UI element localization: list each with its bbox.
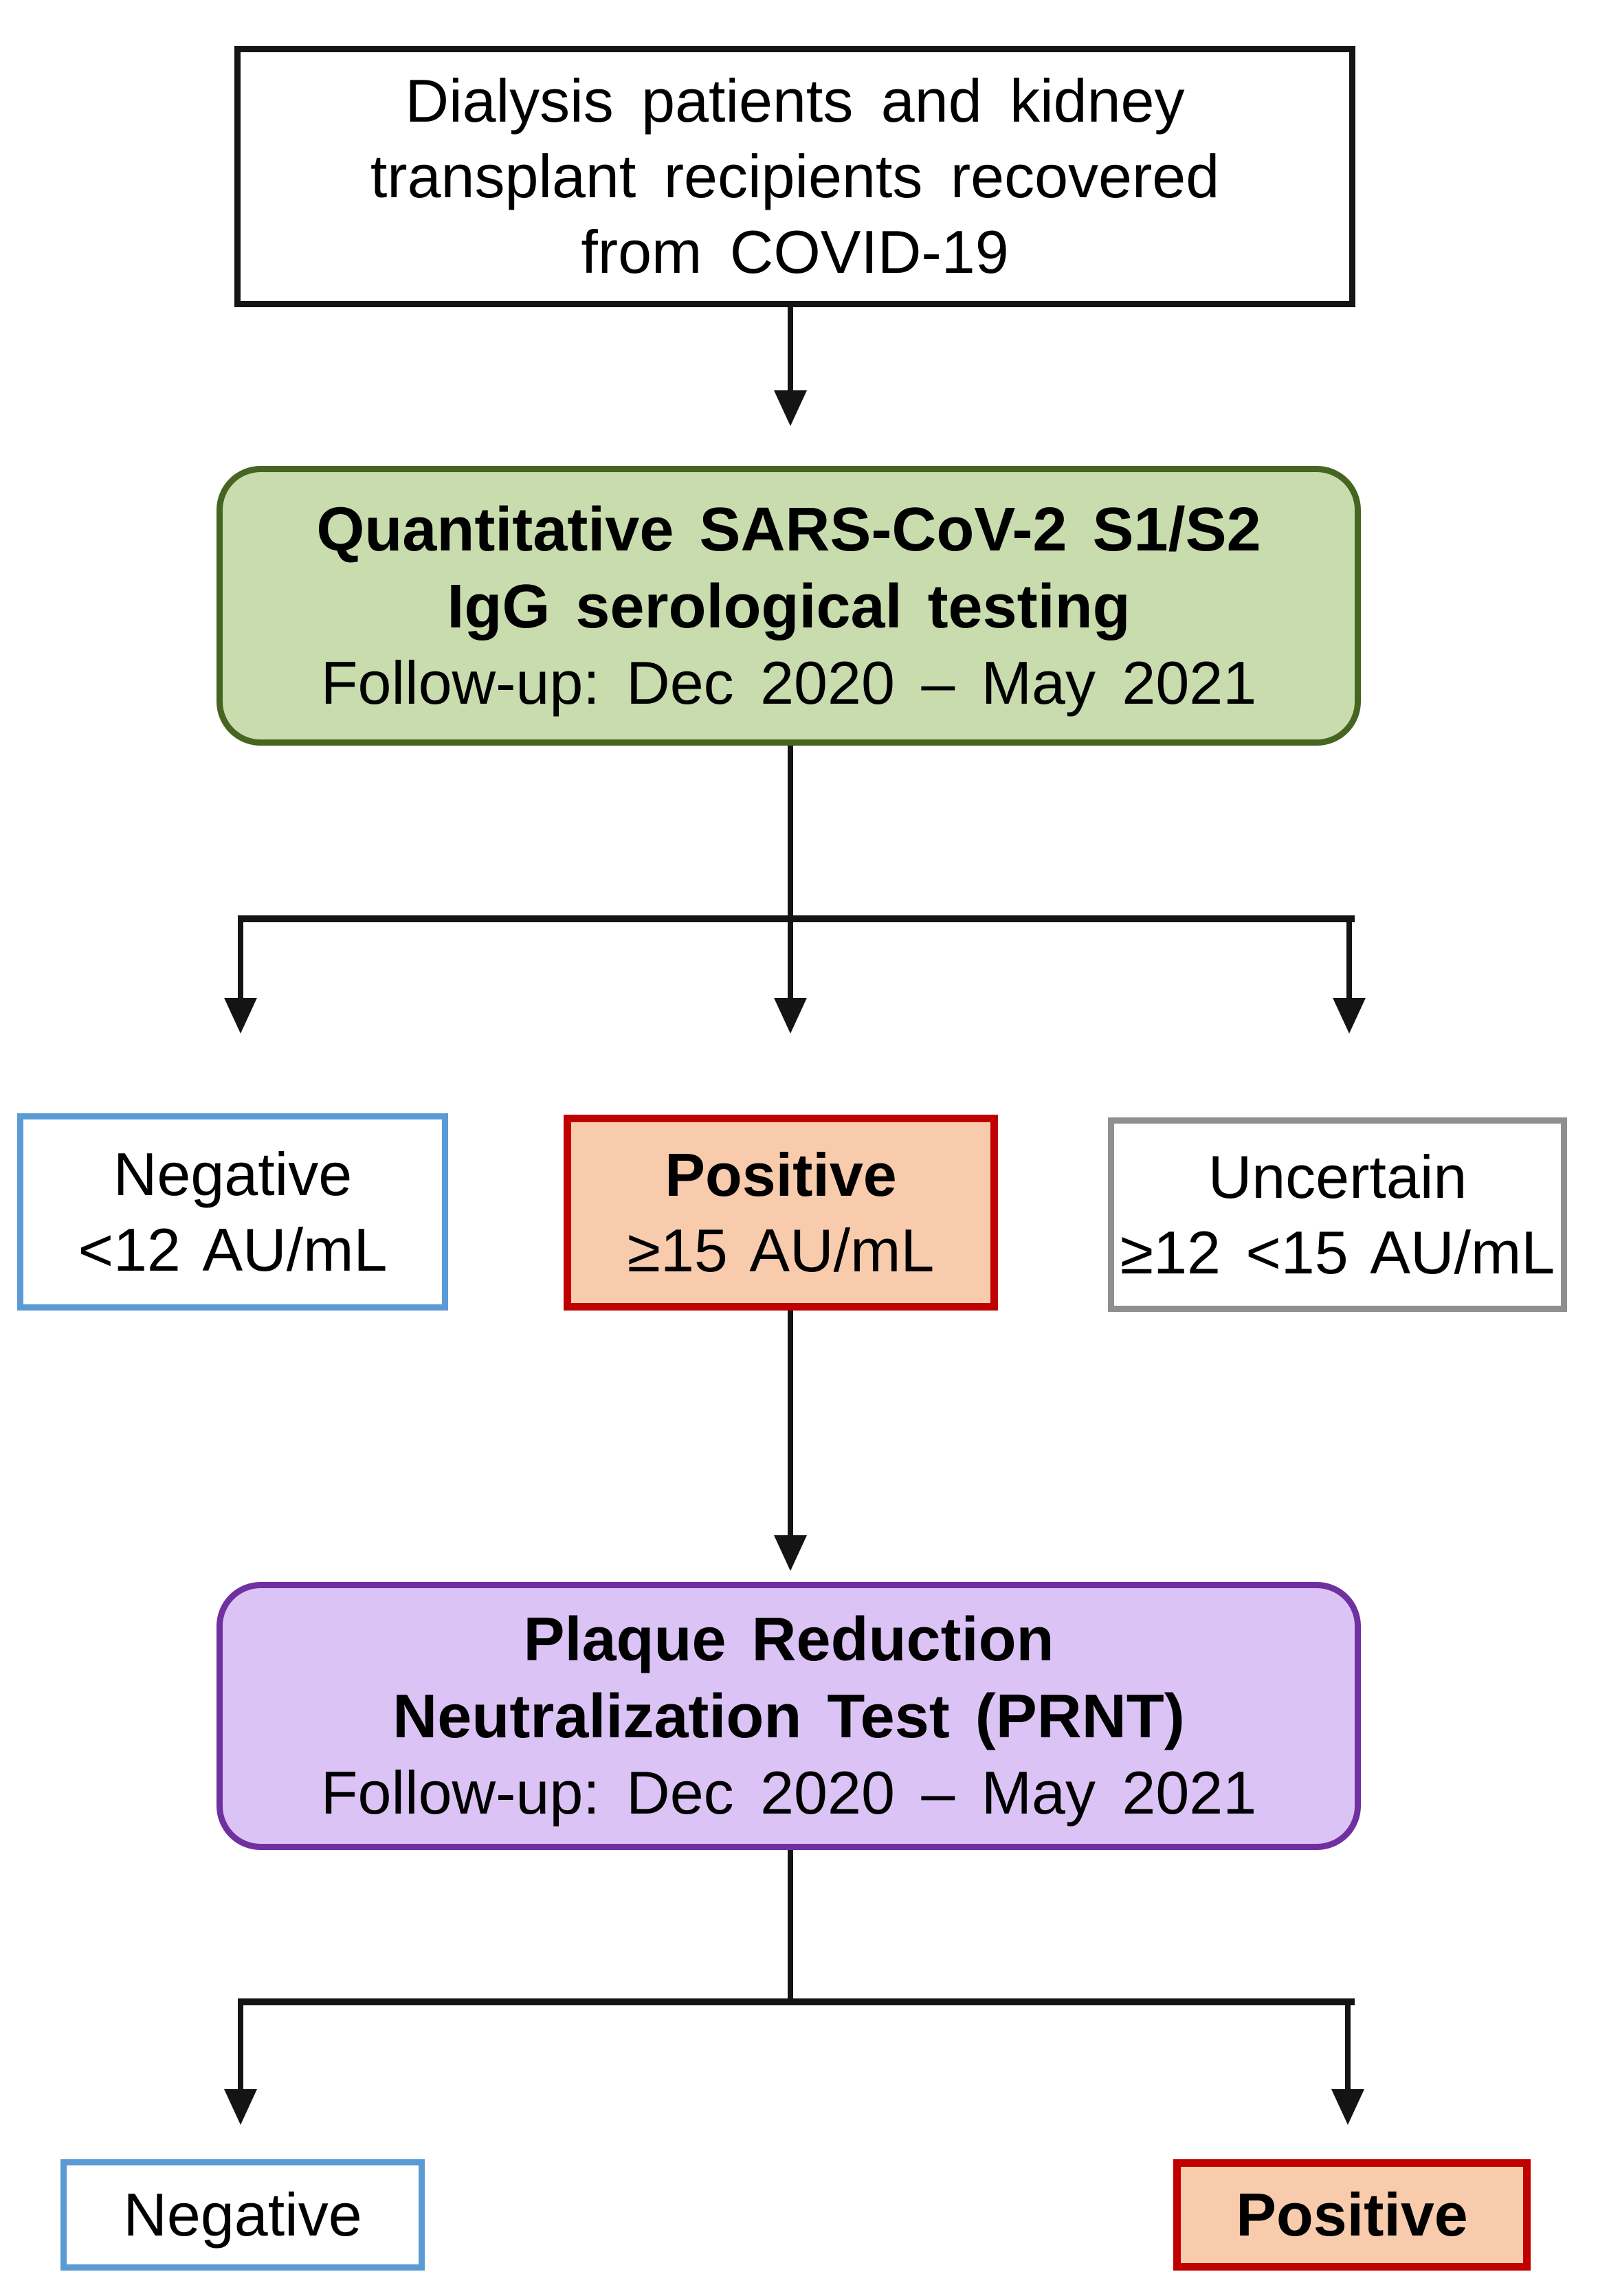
prnt-title-line-1: Plaque Reduction	[523, 1605, 1054, 1674]
prnt-branch-right-stem	[1345, 1998, 1351, 2091]
serology-branch-right-stem	[1346, 915, 1352, 1000]
serology-branch-center-stem	[788, 746, 793, 1000]
prnt-test-box: Plaque Reduction Neutralization Test (PR…	[217, 1582, 1361, 1850]
prnt-branch-left-stem	[238, 1998, 243, 2091]
serology-title-line-1: Quantitative SARS-CoV-2 S1/S2	[316, 495, 1261, 564]
arrow-population-to-serology-stem	[788, 307, 793, 393]
prnt-positive-label: Positive	[1236, 2181, 1468, 2249]
serology-uncertain-criteria: ≥12 <15 AU/mL	[1120, 1218, 1555, 1286]
serology-branch-right-arrowhead-icon	[1333, 998, 1366, 1034]
population-line-1: Dialysis patients and kidney	[405, 67, 1185, 135]
serology-uncertain-label: Uncertain	[1208, 1142, 1467, 1211]
prnt-positive-box: Positive	[1173, 2159, 1531, 2271]
population-line-3: from COVID-19	[581, 218, 1009, 286]
prnt-branch-center-stem	[788, 1850, 793, 2005]
serology-positive-box: Positive ≥15 AU/mL	[564, 1115, 998, 1311]
prnt-negative-label: Negative	[123, 2181, 362, 2249]
serology-negative-box: Negative <12 AU/mL	[17, 1113, 448, 1311]
serology-negative-label: Negative	[113, 1139, 353, 1208]
arrow-population-to-serology-arrowhead-icon	[774, 390, 807, 426]
serology-title-line-2: IgG serological testing	[447, 572, 1131, 641]
arrow-positive-to-prnt-arrowhead-icon	[774, 1535, 807, 1571]
arrow-positive-to-prnt-stem	[788, 1311, 793, 1537]
population-line-2: transplant recipients recovered	[370, 142, 1220, 210]
prnt-negative-box: Negative	[60, 2159, 425, 2271]
serology-positive-label: Positive	[665, 1140, 897, 1209]
serology-branch-left-arrowhead-icon	[224, 998, 257, 1034]
prnt-branch-left-arrowhead-icon	[224, 2089, 257, 2125]
prnt-followup: Follow-up: Dec 2020 – May 2021	[320, 1759, 1257, 1827]
serology-branch-center-arrowhead-icon	[774, 998, 807, 1034]
serology-negative-criteria: <12 AU/mL	[78, 1215, 388, 1284]
population-box: Dialysis patients and kidney transplant …	[234, 46, 1355, 307]
prnt-branch-right-arrowhead-icon	[1331, 2089, 1364, 2125]
prnt-branch-bar	[238, 1998, 1355, 2005]
serology-branch-left-stem	[238, 915, 243, 1000]
serology-uncertain-box: Uncertain ≥12 <15 AU/mL	[1108, 1117, 1567, 1312]
serology-test-box: Quantitative SARS-CoV-2 S1/S2 IgG serolo…	[217, 466, 1361, 746]
serology-positive-criteria: ≥15 AU/mL	[627, 1216, 935, 1284]
prnt-title-line-2: Neutralization Test (PRNT)	[392, 1682, 1185, 1751]
serology-followup: Follow-up: Dec 2020 – May 2021	[320, 648, 1257, 717]
serology-branch-bar	[238, 915, 1355, 922]
